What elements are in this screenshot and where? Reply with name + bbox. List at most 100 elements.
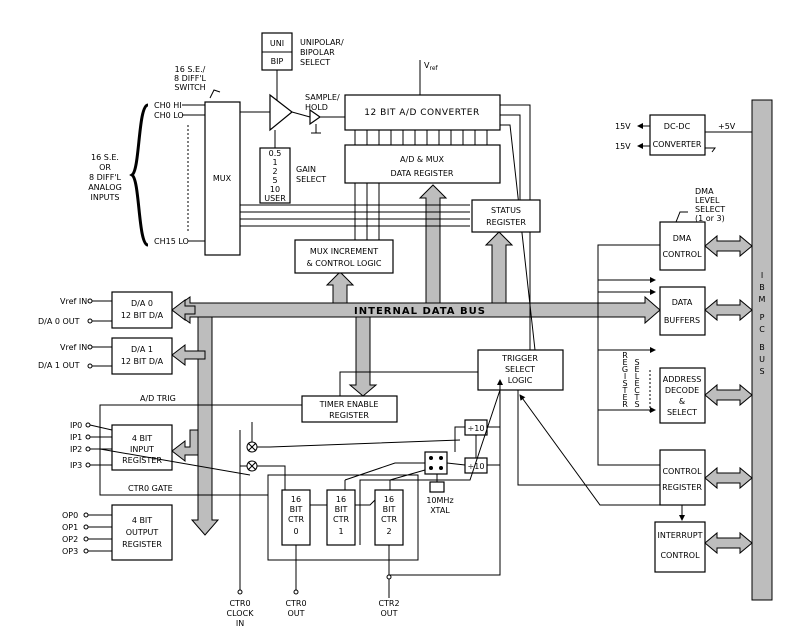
svg-text:12 BIT D/A: 12 BIT D/A [121,311,164,320]
svg-text:REGISTER: REGISTER [486,218,526,227]
dma-control-label: DMA CONTROL [662,234,702,259]
svg-text:HOLD: HOLD [305,103,328,112]
svg-text:D/A 1: D/A 1 [131,345,153,354]
svg-text:BIT: BIT [383,505,396,514]
svg-text:& CONTROL LOGIC: & CONTROL LOGIC [306,259,381,268]
gain-select-box [259,147,291,204]
svg-text:SELECT: SELECT [695,205,725,214]
ctr0-out-label: CTR0 OUT [285,599,306,618]
svg-text:1: 1 [338,527,343,536]
svg-text:CLOCK: CLOCK [227,609,255,618]
svg-text:M: M [759,295,766,304]
input-register-label: 4 BIT INPUT REGISTER [122,434,162,465]
dma-control-block [659,221,706,271]
svg-text:USER: USER [264,194,286,203]
svg-text:TRIGGER: TRIGGER [501,354,538,363]
svg-text:TIMER ENABLE: TIMER ENABLE [319,400,379,409]
svg-text:S: S [622,379,627,388]
mux-increment-block [294,239,394,274]
svg-text:SELECT: SELECT [296,175,326,184]
svg-text:DECODE: DECODE [665,386,699,395]
svg-text:ANALOG: ANALOG [88,183,122,192]
svg-text:E: E [622,358,627,367]
da0-out-label: D/A 0 OUT [38,317,80,326]
bip-label: BIP [271,57,284,66]
svg-text:0: 0 [293,527,298,536]
op-labels: OP0 OP1 OP2 OP3 [62,511,78,556]
svg-text:INTERRUPT: INTERRUPT [658,531,703,540]
bus-branch-output [190,316,220,536]
bus-branch-timer [348,316,378,397]
gate-icon-a [246,441,258,453]
svg-text:B: B [759,343,765,352]
svg-text:S: S [759,367,764,376]
trigger-select-label: TRIGGER SELECT LOGIC [501,354,538,385]
svg-text:SELECT: SELECT [505,365,535,374]
timer-enable-register [301,395,398,423]
svg-text:CTR: CTR [333,515,349,524]
svg-text:I: I [624,372,626,381]
svg-text:IN: IN [236,619,244,628]
svg-text:P: P [760,313,765,322]
svg-text:LOGIC: LOGIC [508,376,533,385]
svg-text:D/A 0: D/A 0 [131,299,153,308]
control-register-label: CONTROL REGISTER [662,467,702,492]
svg-text:OP1: OP1 [62,523,78,532]
svg-text:OUT: OUT [287,609,304,618]
svg-text:CONTROL: CONTROL [662,467,702,476]
svg-text:U: U [759,355,765,364]
svg-text:T: T [634,393,640,402]
15v-label-b: 15V [615,142,631,151]
svg-text:10: 10 [270,185,280,194]
da1-label: D/A 1 12 BIT D/A [121,345,164,366]
counter-1-label: 16 BIT CTR 1 [333,495,349,536]
adc-data-lines [354,130,488,145]
svg-text:SWITCH: SWITCH [174,83,205,92]
svg-text:REGISTER: REGISTER [662,483,702,492]
dcdc-converter [649,114,706,156]
output-register-label: 4 BIT OUTPUT REGISTER [122,516,162,549]
dma-bus-arrow [704,234,753,258]
svg-text:OP3: OP3 [62,547,78,556]
svg-text:16 S.E./: 16 S.E./ [175,65,206,74]
svg-text:I: I [761,271,763,280]
amplifier-icon [269,93,293,132]
ctr0-clock-in-label: CTR0 CLOCK IN [227,599,255,628]
se-diff-switch-label: 16 S.E./ 8 DIFF'L SWITCH [174,65,207,92]
svg-text:CONTROL: CONTROL [662,250,702,259]
mux-control-lines [240,183,470,240]
divide10-b-label: ÷10 [468,462,485,471]
svg-text:C: C [634,386,640,395]
analog-inputs-label: 16 S.E. OR 8 DIFF'L ANALOG INPUTS [88,153,122,202]
clock-switch [424,451,448,475]
bus-branch-input [171,429,199,463]
svg-text:STATUS: STATUS [491,206,521,215]
svg-text:E: E [622,393,627,402]
svg-text:&: & [679,397,685,406]
address-decode-block [659,367,706,424]
svg-text:REGISTER: REGISTER [122,456,162,465]
svg-text:UNIPOLAR/: UNIPOLAR/ [300,38,344,47]
svg-text:0.5: 0.5 [269,149,282,158]
vref-in-0-label: Vref IN [60,297,87,306]
switch-icon [209,89,221,99]
ip-labels: IP0 IP1 IP2 IP3 [70,421,82,470]
svg-text:LEVEL: LEVEL [695,196,720,205]
svg-text:10MHz: 10MHz [426,496,453,505]
svg-text:B: B [759,283,765,292]
svg-text:BIT: BIT [290,505,303,514]
svg-text:A/D & MUX: A/D & MUX [400,155,444,164]
unipolar-select-label: UNIPOLAR/ BIPOLAR SELECT [300,38,344,67]
analog-input-brace [129,103,149,247]
svg-text:(1 or 3): (1 or 3) [695,214,725,223]
gain-select-label: GAIN SELECT [296,165,326,184]
sample-hold-label: SAMPLE/ HOLD [305,93,340,112]
15v-label-a: 15V [615,122,631,131]
svg-text:S: S [634,358,639,367]
ad-mux-label: A/D & MUX DATA REGISTER [391,155,454,178]
control-register-block [659,449,706,506]
mux-increment-label: MUX INCREMENT & CONTROL LOGIC [306,247,381,268]
ibm-pc-bus [751,99,773,601]
output-register [111,504,173,561]
counter-1 [326,489,356,546]
